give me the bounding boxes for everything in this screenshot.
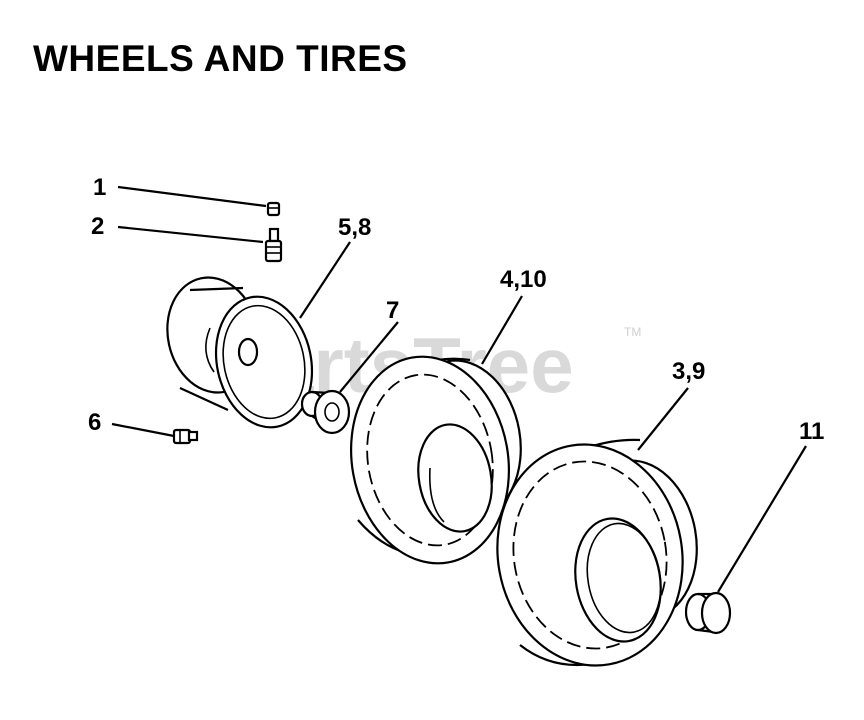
leader-line-7 <box>339 321 399 393</box>
callout-3-9: 3,9 <box>672 358 705 385</box>
front-tire-part[interactable] <box>335 344 533 576</box>
callout-1: 1 <box>93 174 106 201</box>
leader-line-11 <box>717 445 807 593</box>
page-title: WHEELS AND TIRES <box>33 38 408 79</box>
callout-5-8: 5,8 <box>338 214 371 241</box>
leader-line-6 <box>111 422 175 438</box>
callout-11: 11 <box>799 418 824 445</box>
bushing-part[interactable] <box>300 389 351 435</box>
callout-6: 6 <box>88 409 101 436</box>
leader-line-3-9 <box>637 387 689 451</box>
watermark-trademark: TM <box>624 325 641 339</box>
wheel-rim-part[interactable] <box>157 269 324 436</box>
leader-line-1 <box>117 185 267 208</box>
valve-stem-part[interactable] <box>264 227 283 263</box>
leader-line-4-10 <box>481 295 523 365</box>
leader-line-5-8 <box>299 241 351 319</box>
leader-line-2 <box>117 225 264 244</box>
callout-2: 2 <box>91 213 104 240</box>
callout-7: 7 <box>386 297 399 324</box>
hub-cap-part[interactable] <box>684 591 732 635</box>
grease-fitting-part[interactable] <box>172 428 199 445</box>
callout-4-10: 4,10 <box>500 266 547 293</box>
rear-tire-part[interactable] <box>480 430 709 681</box>
valve-cap-part[interactable] <box>266 201 281 217</box>
